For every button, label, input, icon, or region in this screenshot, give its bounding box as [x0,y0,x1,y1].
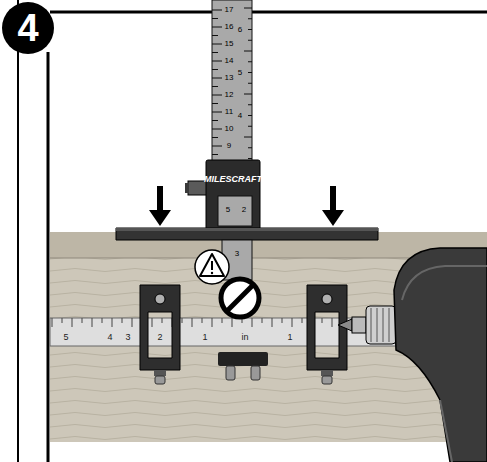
ruler-number: 9 [227,142,231,150]
ruler-number: 3 [235,250,239,258]
step-number: 4 [17,9,38,47]
ruler-number: 17 [225,6,234,14]
ruler-number: 3 [125,333,130,342]
ruler-number: 5 [226,206,230,214]
ruler-number: 6 [238,26,242,34]
ruler-number: 4 [107,333,112,342]
ruler-unit: in [241,333,248,342]
ruler-number: 2 [242,206,246,214]
ruler-number: 13 [225,74,234,82]
ruler-number: 1 [202,333,207,342]
ruler-number: 12 [225,91,234,99]
ruler-number: 10 [225,125,234,133]
ruler-number: 2 [157,333,162,342]
ruler-number: 5 [63,333,68,342]
ruler-number: 5 [238,69,242,77]
ruler-number: 1 [287,333,292,342]
step-badge: 4 [2,2,54,54]
brand-name: MILESCRAFT [204,175,262,184]
ruler-number: 11 [225,108,233,116]
ruler-number: 4 [238,112,242,120]
ruler-number: 16 [225,23,234,31]
ruler-number: 15 [225,40,234,48]
ruler-number: 14 [225,57,234,65]
